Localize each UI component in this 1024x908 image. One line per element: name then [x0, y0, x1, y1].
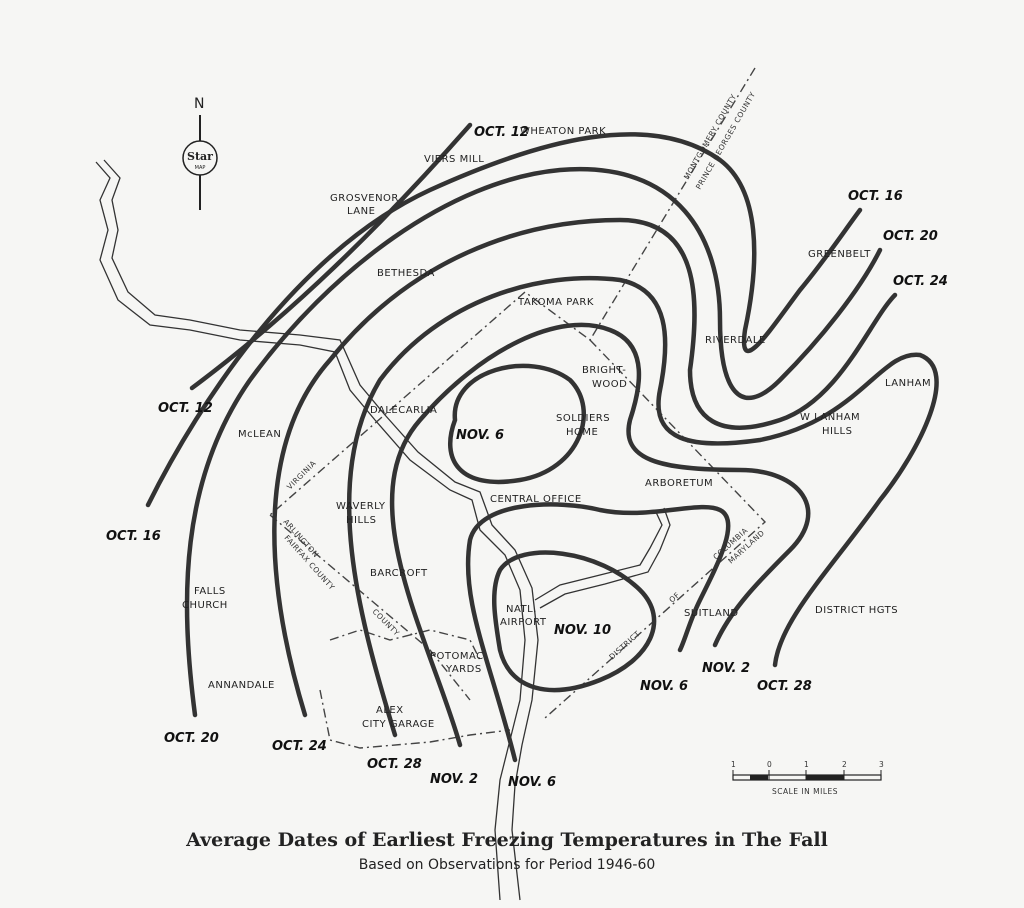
label-oct28: OCT. 28: [367, 757, 422, 772]
label-oct24: OCT. 24: [272, 739, 327, 754]
isoline-nov2: [389, 322, 811, 748]
label-nov6: NOV. 6: [456, 428, 504, 443]
map-title: Average Dates of Earliest Freezing Tempe…: [185, 829, 828, 851]
place-label: VIERS MILL: [424, 154, 484, 165]
place-label: SUITLAND: [684, 608, 739, 619]
scale-tick: 1: [804, 760, 809, 769]
place-label: ARBORETUM: [645, 478, 713, 489]
place-label: AIRPORT: [500, 617, 547, 628]
scale-tick: 0: [767, 760, 772, 769]
place-label: McLEAN: [238, 429, 281, 440]
place-label: DALECARLIA: [370, 405, 437, 416]
label-oct20: OCT. 20: [164, 731, 219, 746]
place-label: BETHESDA: [377, 268, 435, 279]
label-oct16: OCT. 16: [848, 189, 903, 204]
place-label: FALLS: [194, 586, 226, 597]
map-subtitle: Based on Observations for Period 1946-60: [359, 857, 656, 873]
isotherm-lines: [145, 122, 939, 763]
place-label: HILLS: [346, 515, 376, 526]
place-label: BARCROFT: [370, 568, 428, 579]
place-label: LANE: [347, 206, 375, 217]
place-label: DISTRICT HGTS: [815, 605, 898, 616]
place-label: WAVERLY: [336, 501, 386, 512]
place-label: HILLS: [822, 426, 852, 437]
place-label: WOOD: [592, 379, 627, 390]
scale-label: SCALE IN MILES: [772, 787, 838, 796]
scale-tick: 1: [731, 760, 736, 769]
place-label: BRIGHT-: [582, 365, 626, 376]
label-nov2: NOV. 2: [702, 661, 750, 676]
place-label: LANHAM: [885, 378, 931, 389]
label-nov6: NOV. 6: [640, 679, 688, 694]
political-boundaries: [269, 67, 767, 749]
isoline-oct16: [145, 132, 863, 508]
label-oct24: OCT. 24: [893, 274, 948, 289]
scale-tick: 2: [842, 760, 847, 769]
place-label: GROSVENOR: [330, 193, 399, 204]
isoline-oct20: [184, 166, 883, 718]
place-label: CITY GARAGE: [362, 719, 435, 730]
potomac-river: [95, 159, 671, 901]
isoline-oct24: [272, 217, 898, 718]
label-oct12: OCT. 12: [474, 125, 529, 140]
place-label: RIVERDALE: [705, 335, 766, 346]
place-label: HOME: [566, 427, 598, 438]
scale-bar: 1 0 1 2 3 SCALE IN MILES: [731, 760, 884, 796]
star-map-logo: N Star MAP: [182, 96, 218, 210]
place-label: WHEATON PARK: [520, 126, 606, 137]
label-oct28: OCT. 28: [757, 679, 812, 694]
label-oct20: OCT. 20: [883, 229, 938, 244]
place-label: NATL.: [506, 604, 537, 615]
label-oct12: OCT. 12: [158, 401, 213, 416]
place-label: CHURCH: [182, 600, 228, 611]
place-label: YARDS: [445, 664, 482, 675]
scale-tick: 3: [879, 760, 884, 769]
place-label: POTOMAC: [430, 651, 484, 662]
label-nov2: NOV. 2: [430, 772, 478, 787]
boundary-label: VIRGINIA: [285, 458, 318, 491]
place-label: SOLDIERS: [556, 413, 610, 424]
isoline-nov6: [465, 502, 731, 763]
label-oct16: OCT. 16: [106, 529, 161, 544]
place-label: ALEX: [376, 705, 404, 716]
label-nov10: NOV. 10: [554, 623, 611, 638]
place-label: CENTRAL OFFICE: [490, 494, 582, 505]
contour-labels: OCT. 12 OCT. 12 OCT. 16 OCT. 16 OCT. 20 …: [106, 125, 948, 790]
place-labels: WHEATON PARK VIERS MILL GROSVENOR LANE B…: [182, 126, 931, 730]
place-label: ANNANDALE: [208, 680, 275, 691]
boundary-label: OF: [667, 590, 681, 604]
logo-map-text: MAP: [195, 165, 206, 171]
north-label: N: [194, 96, 204, 112]
place-label: TAKOMA PARK: [517, 297, 594, 308]
isoline-nov6-loop: [448, 363, 587, 485]
logo-star-text: Star: [187, 150, 213, 163]
place-label: GREENBELT: [808, 249, 871, 260]
star-logo-icon: [182, 140, 218, 176]
isoline-nov10: [491, 550, 657, 693]
isoline-oct28: [346, 275, 939, 738]
label-nov6: NOV. 6: [508, 775, 556, 790]
place-label: W LANHAM: [800, 412, 860, 423]
isoline-oct12: [189, 122, 473, 391]
